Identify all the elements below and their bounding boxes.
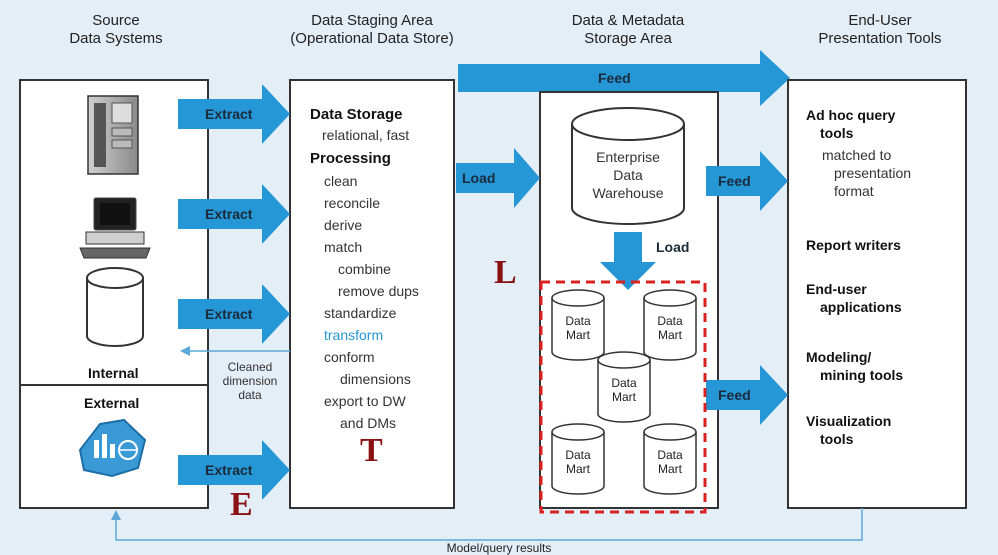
- step-transform: transform: [324, 327, 384, 343]
- internal-database-icon: [86, 267, 144, 347]
- step-export: export to DW: [324, 393, 406, 409]
- etl-letter-l: L: [494, 254, 517, 291]
- feed-arrow-1: [706, 151, 788, 211]
- etl-letter-t: T: [360, 432, 383, 469]
- processing-title: Processing: [310, 150, 391, 167]
- step-match: match: [324, 239, 363, 255]
- data-mart-cylinder: [551, 289, 605, 361]
- modeling-tools: Modeling/ mining tools: [806, 349, 904, 383]
- step-remove-dups: remove dups: [338, 283, 419, 299]
- adhoc-title: Ad hoc query tools: [806, 107, 896, 141]
- step-conform: conform: [324, 349, 375, 365]
- extract-label-4: Extract: [205, 462, 253, 478]
- etl-letter-e: E: [230, 486, 253, 523]
- load-down-label: Load: [656, 239, 690, 255]
- external-label: External: [84, 395, 140, 411]
- extract-arrow-2: [178, 184, 290, 244]
- enterprise-warehouse-cylinder: [571, 107, 685, 225]
- step-combine: combine: [338, 261, 391, 277]
- report-writers: Report writers: [806, 237, 901, 253]
- step-export-sub: and DMs: [340, 415, 397, 431]
- step-derive: derive: [324, 217, 363, 233]
- load-label: Load: [462, 170, 496, 186]
- extract-arrow-4: [178, 440, 290, 500]
- model-query-results-line: [115, 508, 863, 541]
- extract-label-2: Extract: [205, 206, 253, 222]
- step-standardize: standardize: [324, 305, 397, 321]
- extract-arrow-3: [178, 284, 290, 344]
- internal-label: Internal: [88, 365, 139, 381]
- feed-label-2: Feed: [718, 387, 751, 403]
- feed-top-label: Feed: [598, 70, 631, 86]
- end-user-apps: End-user applications: [806, 281, 902, 315]
- data-storage-title: Data Storage: [310, 106, 403, 123]
- extract-arrow-1: [178, 84, 290, 144]
- server-icon: [87, 95, 139, 175]
- extract-label-3: Extract: [205, 306, 253, 322]
- data-mart-cylinder: [643, 289, 697, 361]
- feed-arrow-2: [706, 365, 788, 425]
- computer-icon: [79, 197, 151, 259]
- data-mart-group: [539, 280, 707, 514]
- extract-label-1: Extract: [205, 106, 253, 122]
- data-mart-cylinder: [551, 423, 605, 495]
- data-mart-cylinder: [597, 351, 651, 423]
- presentation-column: [787, 79, 967, 509]
- external-web-icon: [78, 418, 147, 478]
- model-query-results-label: Model/query results: [446, 541, 552, 555]
- adhoc-desc: matched to presentation format: [822, 147, 912, 199]
- feed-label-1: Feed: [718, 173, 751, 189]
- step-dimensions: dimensions: [340, 371, 411, 387]
- step-reconcile: reconcile: [324, 195, 381, 211]
- step-clean: clean: [324, 173, 358, 189]
- cleaned-dimension-note: Cleaned dimension data: [222, 360, 278, 402]
- header-staging: Data Staging Area(Operational Data Store…: [290, 12, 454, 47]
- visualization-tools: Visualization tools: [806, 413, 892, 447]
- staging-column: [289, 79, 455, 509]
- edw-label: Enterprise Data Warehouse: [592, 149, 664, 201]
- data-storage-desc: relational, fast: [322, 127, 410, 143]
- load-down-arrow: [600, 232, 656, 290]
- data-mart-cylinder: [643, 423, 697, 495]
- load-arrow: [456, 148, 540, 208]
- data-mart-cylinders: [551, 289, 697, 495]
